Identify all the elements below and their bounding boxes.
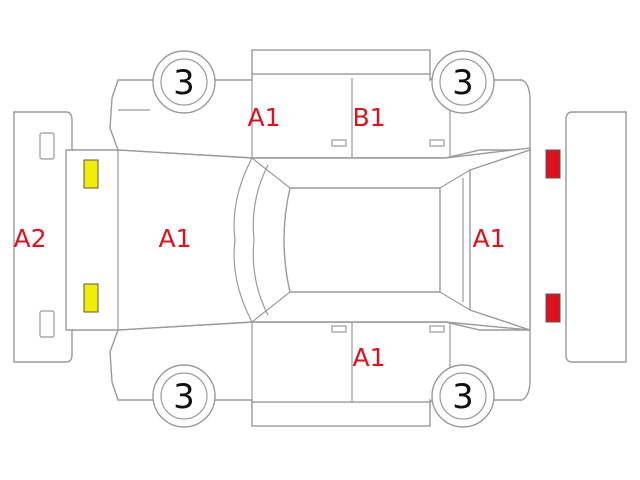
front-door-handle-top [331, 139, 347, 147]
taillight-right [545, 293, 561, 323]
label-rear-door-bottom: A1 [352, 343, 385, 372]
c-pillar-bottom [439, 291, 471, 311]
wheel-rear-right-grade: 3 [452, 377, 474, 417]
wheel-rear-right-rim [439, 372, 487, 420]
wheel-front-left-rim [160, 58, 208, 106]
front-bumper [13, 111, 73, 363]
rear-door-handle-top [429, 139, 445, 147]
wheel-rear-left-grade: 3 [452, 63, 474, 103]
wheel-front-right-rim [160, 372, 208, 420]
taillight-left [545, 149, 561, 179]
label-front-bumper: A2 [13, 224, 46, 253]
headlight-right [83, 283, 99, 313]
roof-panel [283, 187, 441, 293]
label-rear-hatch: A1 [472, 224, 505, 253]
label-rear-door-top: B1 [352, 103, 385, 132]
rear-door-handle-bottom [429, 325, 445, 333]
front-door-handle-bottom [331, 325, 347, 333]
rear-bumper [565, 111, 627, 363]
left-roof-rail [251, 49, 431, 75]
right-roof-rail [251, 401, 431, 427]
wheel-front-right-grade: 3 [173, 377, 195, 417]
windshield-inner [252, 164, 269, 316]
a-pillar-bottom [251, 291, 291, 323]
rear-hatch [469, 149, 531, 331]
windshield [233, 157, 253, 323]
a-pillar-top [251, 157, 291, 189]
wheel-front-left-grade: 3 [173, 63, 195, 103]
front-bumper-slot-bottom [39, 310, 55, 338]
c-pillar-top [439, 169, 471, 189]
label-front-door-top: A1 [247, 103, 280, 132]
headlight-left [83, 159, 99, 189]
front-bumper-slot-top [39, 132, 55, 160]
wheel-rear-left-rim [439, 58, 487, 106]
label-hood: A1 [158, 224, 191, 253]
